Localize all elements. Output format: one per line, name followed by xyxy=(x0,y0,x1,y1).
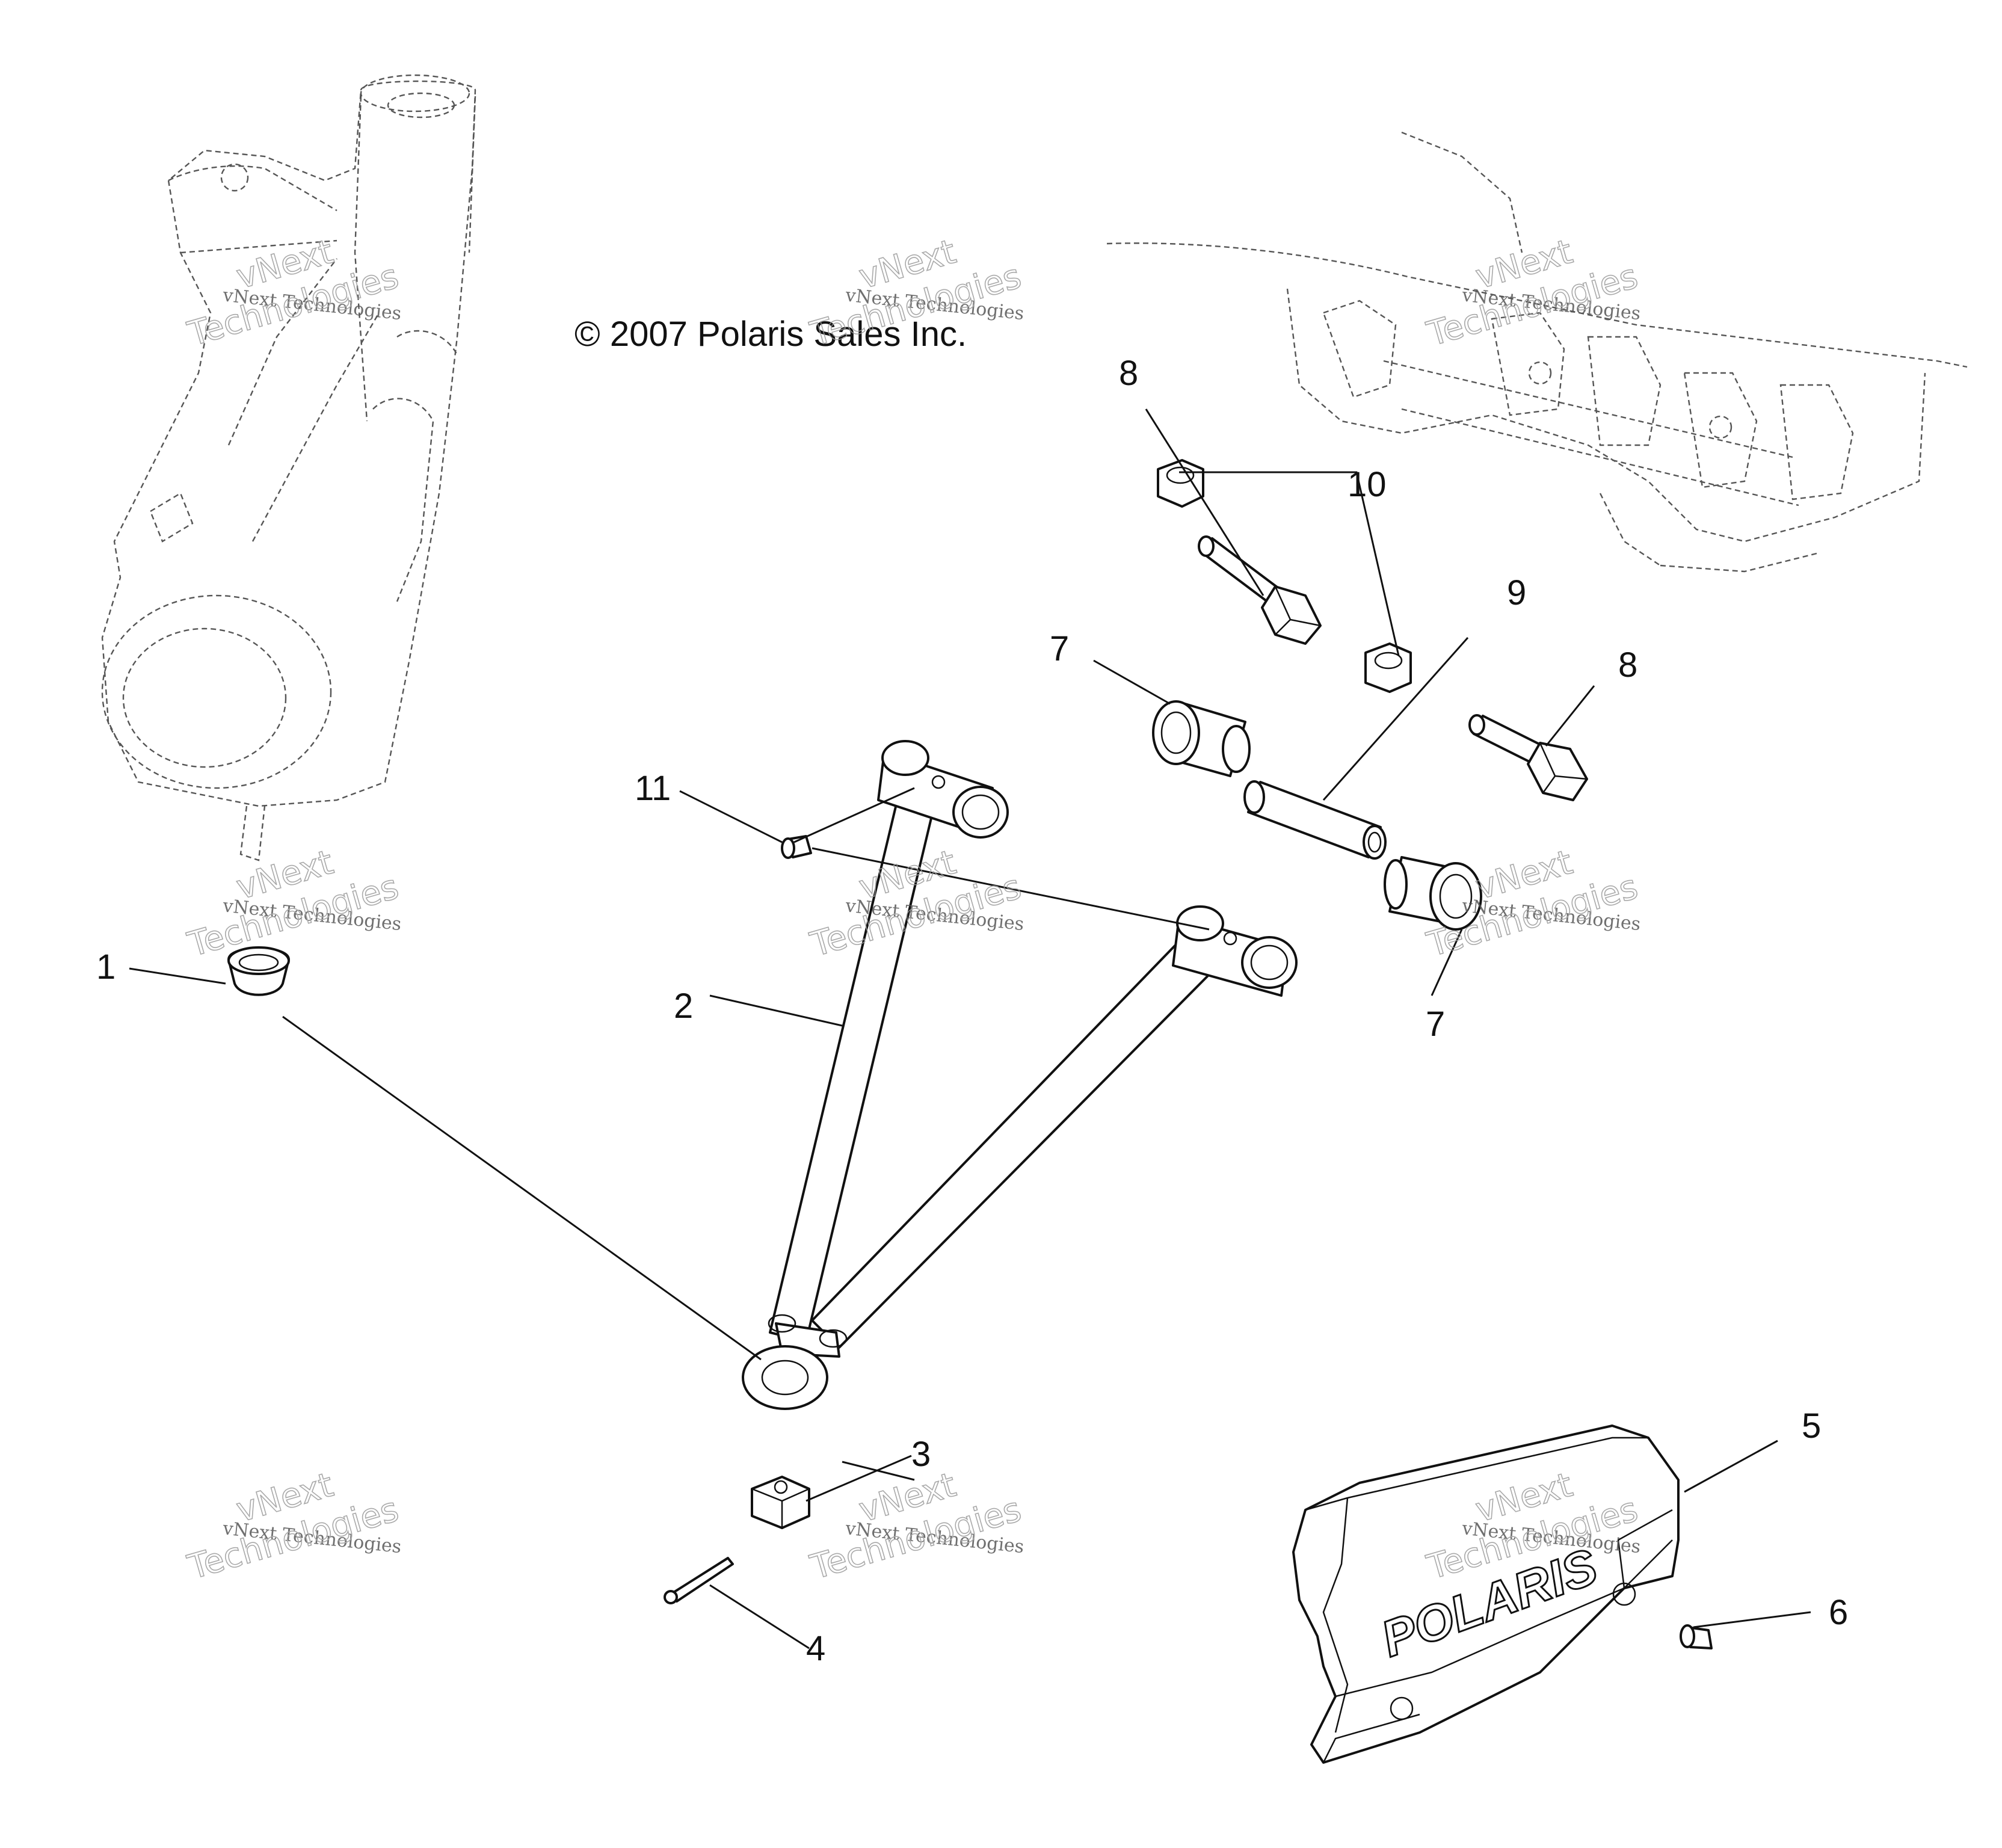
watermark-5: vNext vNext Technologies Technologies xyxy=(805,842,1026,965)
pivot-bolt-lower xyxy=(1468,714,1588,801)
callout-5: 5 xyxy=(1802,1406,1821,1446)
pivot-sleeve xyxy=(1243,780,1387,860)
lock-nut-upper xyxy=(1157,459,1204,508)
dust-cap xyxy=(227,946,290,996)
watermark-4: vNext vNext Technologies Technologies xyxy=(183,842,403,965)
callout-7b: 7 xyxy=(1426,1005,1445,1044)
grease-fitting xyxy=(781,835,812,859)
bushing-lower xyxy=(1384,856,1482,931)
copyright-notice: © 2007 Polaris Sales Inc. xyxy=(574,315,967,354)
cotter-pin xyxy=(664,1557,734,1604)
callout-6: 6 xyxy=(1829,1593,1848,1632)
steering-knuckle xyxy=(101,74,476,861)
pivot-bolt-upper xyxy=(1198,535,1322,645)
frame-section xyxy=(1106,131,1968,573)
castle-nut xyxy=(751,1476,810,1529)
callout-3: 3 xyxy=(911,1435,931,1474)
a-arm xyxy=(742,740,1298,1410)
watermark-3: vNext vNext Technologies Technologies xyxy=(1422,232,1642,354)
callout-8a: 8 xyxy=(1119,354,1138,393)
leader-lines xyxy=(129,408,1811,1649)
bushing-upper xyxy=(1152,700,1251,777)
callout-4: 4 xyxy=(806,1629,825,1668)
callouts: 1 2 3 4 5 6 7 7 8 8 9 10 11 xyxy=(96,354,1848,1668)
callout-7a: 7 xyxy=(1050,629,1069,668)
guard-screw xyxy=(1680,1624,1713,1649)
a-arm-guard xyxy=(1292,1424,1680,1764)
callout-10: 10 xyxy=(1348,465,1387,504)
a-arm-rear-pivot xyxy=(1172,905,1298,997)
watermark-8: vNext vNext Technologies Technologies xyxy=(805,1465,1026,1588)
callout-9: 9 xyxy=(1507,573,1526,612)
callout-2: 2 xyxy=(674,987,693,1026)
watermark-1: vNext vNext Technologies Technologies xyxy=(183,232,403,354)
callout-8b: 8 xyxy=(1618,645,1637,685)
callout-1: 1 xyxy=(96,947,116,987)
watermark-7: vNext vNext Technologies Technologies xyxy=(183,1465,403,1588)
callout-11: 11 xyxy=(635,769,671,808)
lock-nut-lower xyxy=(1364,642,1412,693)
a-arm-front-pivot xyxy=(877,740,1009,839)
